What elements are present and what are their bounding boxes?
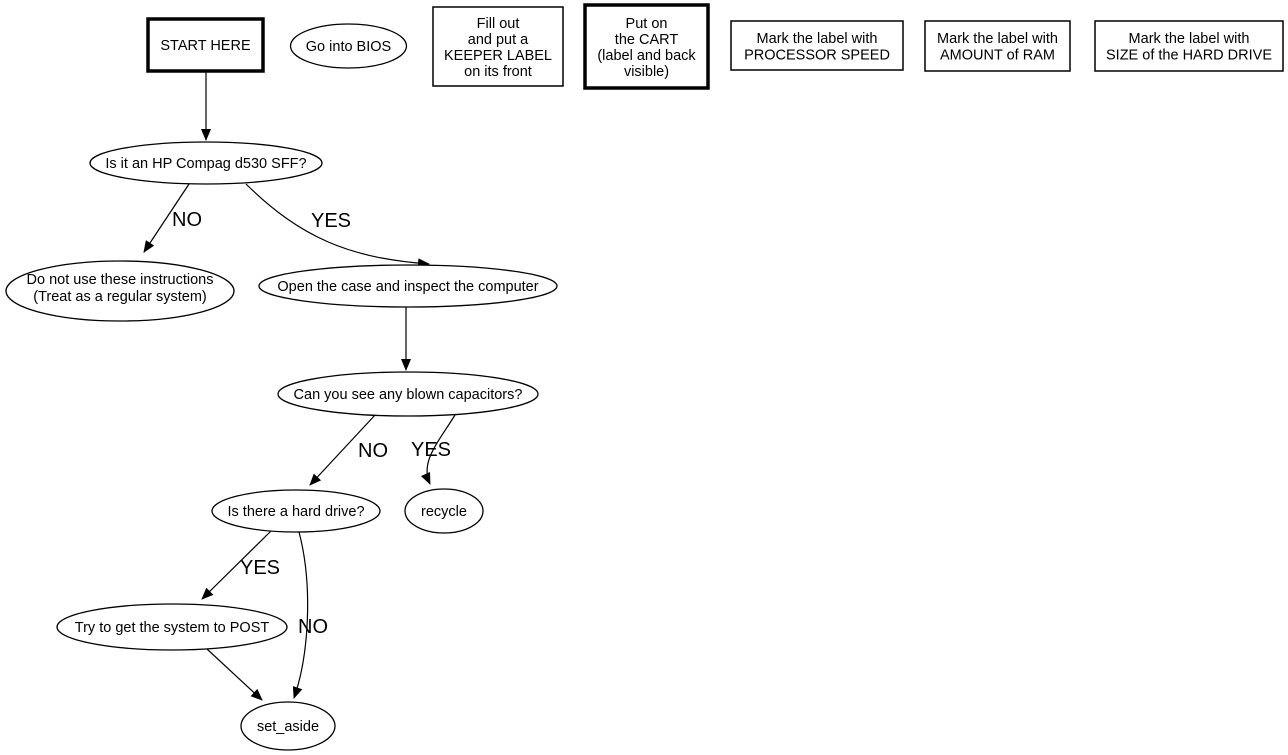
node-hard-drive: Is there a hard drive?: [211, 489, 381, 533]
open-case-ellipse: [258, 264, 558, 308]
post-label: Try to get the system to POST: [75, 620, 270, 636]
fill-out-line3: KEEPER LABEL: [444, 48, 552, 64]
node-open-case: Open the case and inspect the computer: [258, 264, 558, 308]
edge-label-d530-no: NO: [172, 209, 202, 231]
do-not-use-line1: Do not use these instructions: [27, 272, 214, 288]
edge-post-to-setaside: [206, 648, 263, 701]
blown-capacitors-ellipse: [277, 371, 539, 417]
fill-out-line2: and put a: [468, 32, 529, 48]
mark-processor-box: [730, 20, 904, 71]
edge-d530-yes: [245, 183, 430, 269]
node-go-into-bios: Go into BIOS: [289, 23, 408, 69]
node-fill-out-keeper-label: Fill out and put a KEEPER LABEL on its f…: [432, 6, 564, 87]
node-mark-amount-of-ram: Mark the label with AMOUNT of RAM: [924, 20, 1071, 72]
recycle-ellipse: [404, 488, 484, 534]
mark-processor-line2: PROCESSOR SPEED: [744, 48, 890, 64]
node-set-aside: set_aside: [240, 701, 336, 751]
edges: [143, 71, 456, 701]
put-on-cart-line1: Put on: [626, 16, 668, 32]
start-here-label: START HERE: [160, 38, 251, 54]
edge-capacitors-yes: [420, 414, 456, 485]
node-is-hp-d530: Is it an HP Compag d530 SFF?: [89, 141, 323, 185]
do-not-use-line2: (Treat as a regular system): [33, 289, 207, 305]
edge-harddrive-no: [292, 531, 309, 699]
blown-capacitors-label: Can you see any blown capacitors?: [294, 387, 523, 403]
put-on-cart-box: [583, 3, 710, 90]
mark-hdd-line2: SIZE of the HARD DRIVE: [1106, 48, 1272, 64]
node-mark-processor-speed: Mark the label with PROCESSOR SPEED: [730, 20, 904, 71]
edge-capacitors-no: [309, 413, 377, 486]
node-mark-hard-drive-size: Mark the label with SIZE of the HARD DRI…: [1094, 20, 1284, 72]
edge-labels: NO YES NO YES YES NO: [172, 209, 451, 638]
post-ellipse: [56, 603, 288, 651]
mark-hdd-line1: Mark the label with: [1129, 31, 1250, 47]
put-on-cart-line3: (label and back: [597, 48, 696, 64]
mark-hdd-box: [1094, 20, 1284, 72]
fill-out-box: [432, 6, 564, 87]
node-blown-capacitors: Can you see any blown capacitors?: [277, 371, 539, 417]
edge-label-harddrive-no: NO: [298, 616, 328, 638]
edge-d530-no: [143, 183, 190, 253]
put-on-cart-line4: visible): [624, 64, 669, 80]
edge-harddrive-yes: [201, 530, 272, 600]
start-here-box: [146, 17, 265, 73]
mark-ram-line2: AMOUNT of RAM: [940, 48, 1055, 64]
do-not-use-ellipse: [5, 260, 235, 322]
mark-ram-line1: Mark the label with: [937, 31, 1058, 47]
edge-label-capacitors-no: NO: [358, 440, 388, 462]
hard-drive-label: Is there a hard drive?: [227, 504, 364, 520]
mark-processor-line1: Mark the label with: [757, 31, 878, 47]
hard-drive-ellipse: [211, 489, 381, 533]
edge-label-harddrive-yes: YES: [240, 557, 280, 579]
set-aside-ellipse: [240, 701, 336, 751]
is-hp-d530-label: Is it an HP Compag d530 SFF?: [105, 156, 306, 172]
fill-out-line4: on its front: [464, 64, 532, 80]
open-case-label: Open the case and inspect the computer: [277, 279, 538, 295]
fill-out-line1: Fill out: [477, 16, 520, 32]
node-do-not-use: Do not use these instructions (Treat as …: [5, 260, 235, 322]
mark-ram-box: [924, 20, 1071, 72]
node-put-on-cart: Put on the CART (label and back visible): [583, 3, 710, 90]
go-into-bios-ellipse: [289, 23, 408, 69]
node-recycle: recycle: [404, 488, 484, 534]
edge-label-d530-yes: YES: [311, 210, 351, 232]
recycle-label: recycle: [421, 504, 467, 520]
node-start-here: START HERE: [146, 17, 265, 73]
edge-label-capacitors-yes: YES: [411, 439, 451, 461]
is-hp-d530-ellipse: [89, 141, 323, 185]
put-on-cart-line2: the CART: [615, 32, 679, 48]
set-aside-label: set_aside: [257, 719, 319, 735]
go-into-bios-label: Go into BIOS: [306, 39, 391, 55]
node-post: Try to get the system to POST: [56, 603, 288, 651]
